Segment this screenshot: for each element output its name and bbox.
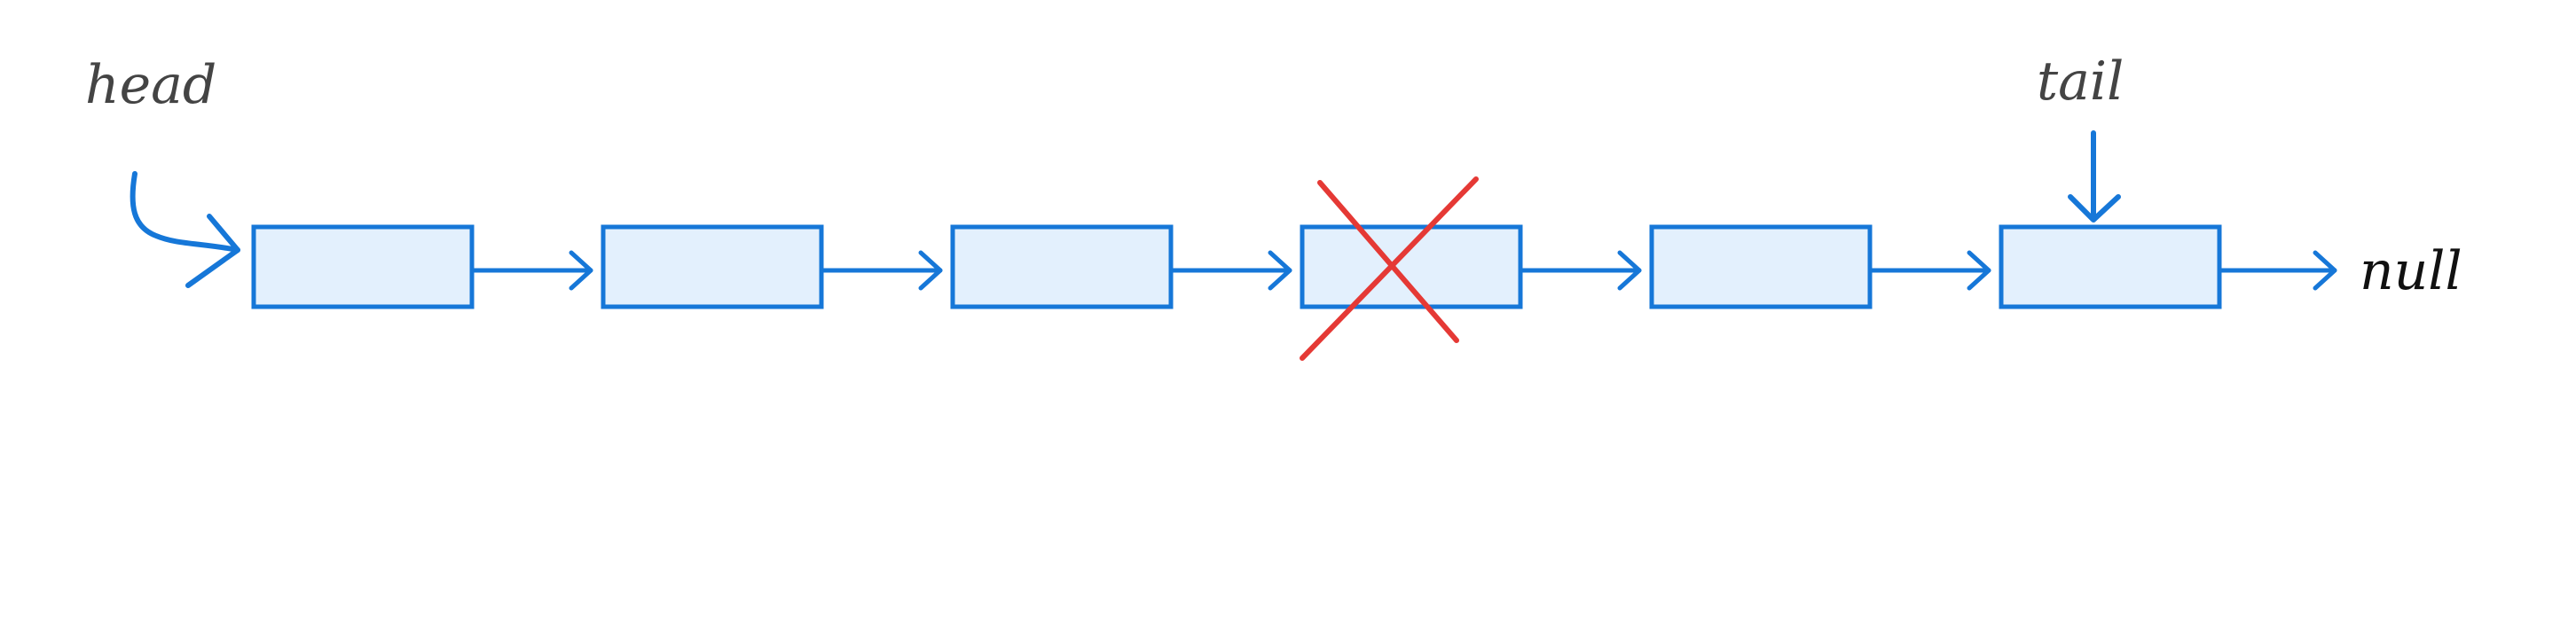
list-node-6 xyxy=(1999,224,2222,309)
next-pointer-arrowhead-5 xyxy=(1967,250,1991,291)
list-node-2 xyxy=(601,224,824,309)
next-pointer-arrowhead-2 xyxy=(918,250,943,291)
list-node-4 xyxy=(1300,224,1523,309)
delete-cross-stroke-1 xyxy=(1317,180,1459,343)
next-pointer-arrowhead-1 xyxy=(569,250,593,291)
null-label: null xyxy=(2360,240,2462,302)
head-label: head xyxy=(85,54,217,116)
list-node-1 xyxy=(251,224,475,309)
next-pointer-arrowhead-3 xyxy=(1268,250,1292,291)
head-pointer-arrow xyxy=(130,171,240,253)
delete-cross-stroke-2 xyxy=(1300,176,1479,361)
next-pointer-arrowhead-6 xyxy=(2313,250,2337,291)
list-node-3 xyxy=(950,224,1174,309)
list-node-5 xyxy=(1649,224,1873,309)
tail-pointer-arrowhead xyxy=(2068,194,2121,223)
head-pointer-arrowhead xyxy=(185,214,240,288)
tail-label: tail xyxy=(2037,51,2124,113)
nodes-layer xyxy=(251,176,2337,361)
next-pointer-arrowhead-4 xyxy=(1617,250,1642,291)
